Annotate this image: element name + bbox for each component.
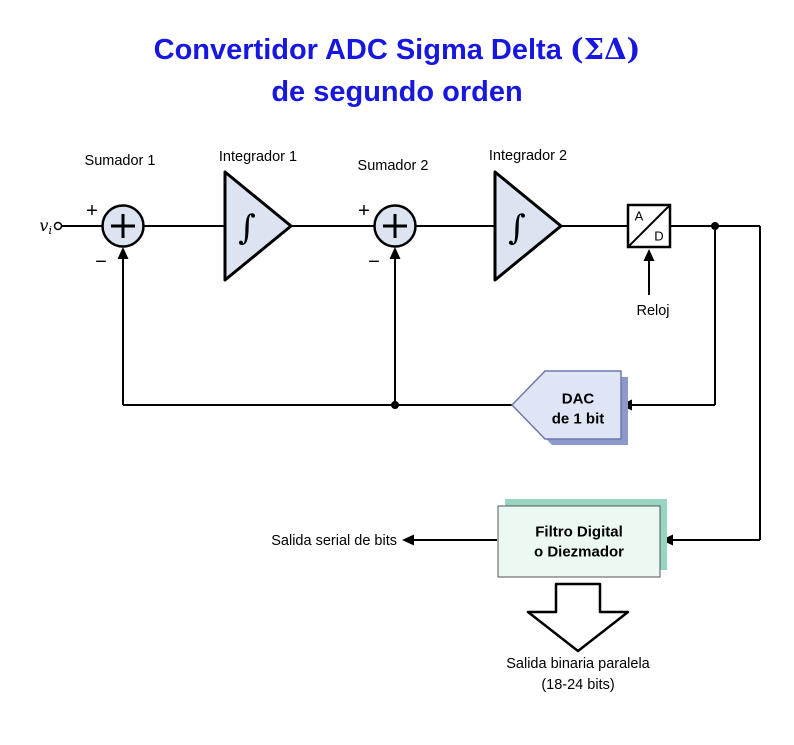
integral-symbol-1: ∫ xyxy=(238,208,256,248)
label-salida-paralela-1: Salida binaria paralela xyxy=(506,656,650,672)
input-signal-label: vi xyxy=(39,216,52,237)
label-integrador2: Integrador 2 xyxy=(489,148,567,164)
title-line2: de segundo orden xyxy=(271,76,523,108)
dac-label-2: de 1 bit xyxy=(552,411,605,428)
plus-icon xyxy=(383,214,407,238)
label-integrador1: Integrador 1 xyxy=(219,149,297,165)
input-label-sub: i xyxy=(48,224,52,237)
label-sumador1: Sumador 1 xyxy=(85,153,156,169)
title-line1-main: Convertidor ADC Sigma Delta xyxy=(153,34,570,66)
page-title: Convertidor ADC Sigma Delta (ΣΔ) de segu… xyxy=(0,28,794,113)
down-arrow-icon xyxy=(526,582,630,653)
filter-label-1: Filtro Digital xyxy=(535,524,623,541)
plus-icon xyxy=(111,214,135,238)
label-sumador2: Sumador 2 xyxy=(358,158,429,174)
arrowhead-sum1-icon xyxy=(117,247,129,259)
sum2-minus-sign: − xyxy=(368,251,380,273)
title-sigma-delta: (ΣΔ) xyxy=(569,32,641,66)
sum1-minus-sign: − xyxy=(95,251,107,273)
label-salida-serial: Salida serial de bits xyxy=(271,533,397,549)
integrator-1-triangle xyxy=(223,170,293,282)
filter-block xyxy=(497,505,661,578)
adc-diagonal xyxy=(627,204,671,248)
dac-label-1: DAC xyxy=(562,391,595,408)
filter-label-2: o Diezmador xyxy=(534,544,624,561)
junction-dot-adc-out xyxy=(711,222,719,230)
arrowhead-clock-icon xyxy=(643,249,655,261)
sum1-plus-sign: + xyxy=(86,200,98,222)
adc-label-d: D xyxy=(654,229,663,244)
integral-symbol-2: ∫ xyxy=(508,208,526,248)
junction-dot-feedback xyxy=(391,401,399,409)
integrator-2-triangle xyxy=(493,170,563,282)
sum2-plus-sign: + xyxy=(358,200,370,222)
arrowhead-sum2-icon xyxy=(389,247,401,259)
label-salida-paralela-2: (18-24 bits) xyxy=(541,677,614,693)
label-reloj: Reloj xyxy=(636,303,669,319)
input-label-main: v xyxy=(39,216,48,235)
arrowhead-serial-icon xyxy=(402,534,414,546)
input-terminal xyxy=(53,221,63,231)
adc-label-a: A xyxy=(635,209,644,224)
dac-block xyxy=(510,370,622,440)
